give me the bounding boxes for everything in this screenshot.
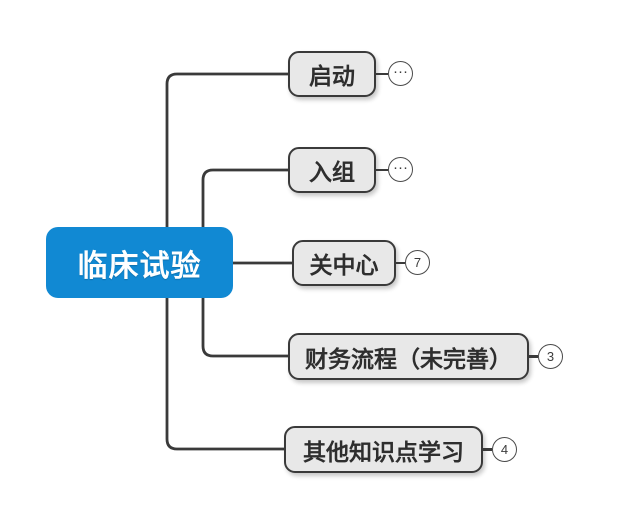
- badge-ruzu[interactable]: ···: [388, 157, 413, 182]
- branch-label-ruzu: 入组: [309, 159, 355, 185]
- badge-guanzhongxin-label: 7: [413, 255, 422, 270]
- badge-guanzhongxin[interactable]: 7: [405, 250, 430, 275]
- branch-node-ruzu[interactable]: 入组: [288, 147, 376, 193]
- branch-label-qitazhishidian: 其他知识点学习: [303, 438, 464, 465]
- badge-caiwuliucheng-label: 3: [546, 349, 555, 364]
- branch-node-caiwuliucheng[interactable]: 财务流程（未完善）: [288, 333, 529, 380]
- branch-node-guanzhongxin[interactable]: 关中心: [292, 240, 396, 286]
- badge-qidong[interactable]: ···: [388, 61, 413, 86]
- badge-qitazhishidian-label: 4: [500, 442, 509, 457]
- branch-node-qidong[interactable]: 启动: [288, 51, 376, 97]
- branch-label-qidong: 启动: [309, 63, 355, 89]
- badge-qitazhishidian[interactable]: 4: [492, 437, 517, 462]
- badge-stub-caiwuliucheng: [529, 355, 538, 358]
- badge-stub-ruzu: [376, 168, 388, 171]
- badge-qidong-label: ···: [393, 62, 408, 80]
- root-node-label: 临床试验: [77, 249, 202, 283]
- branch-label-caiwuliucheng: 财务流程（未完善）: [305, 345, 512, 372]
- badge-stub-guanzhongxin: [396, 261, 405, 264]
- badge-caiwuliucheng[interactable]: 3: [538, 344, 563, 369]
- connector-root-to-qidong: [165, 72, 290, 234]
- branch-label-guanzhongxin: 关中心: [309, 252, 379, 278]
- connector-root-to-qitazhishidian: [165, 292, 286, 451]
- badge-stub-qidong: [376, 72, 388, 75]
- root-node[interactable]: 临床试验: [46, 227, 233, 298]
- badge-ruzu-label: ···: [393, 158, 408, 176]
- connector-root-to-ruzu: [201, 168, 290, 234]
- badge-stub-qitazhishidian: [483, 448, 492, 451]
- connector-root-to-caiwuliucheng: [201, 292, 290, 358]
- branch-node-qitazhishidian[interactable]: 其他知识点学习: [284, 426, 483, 473]
